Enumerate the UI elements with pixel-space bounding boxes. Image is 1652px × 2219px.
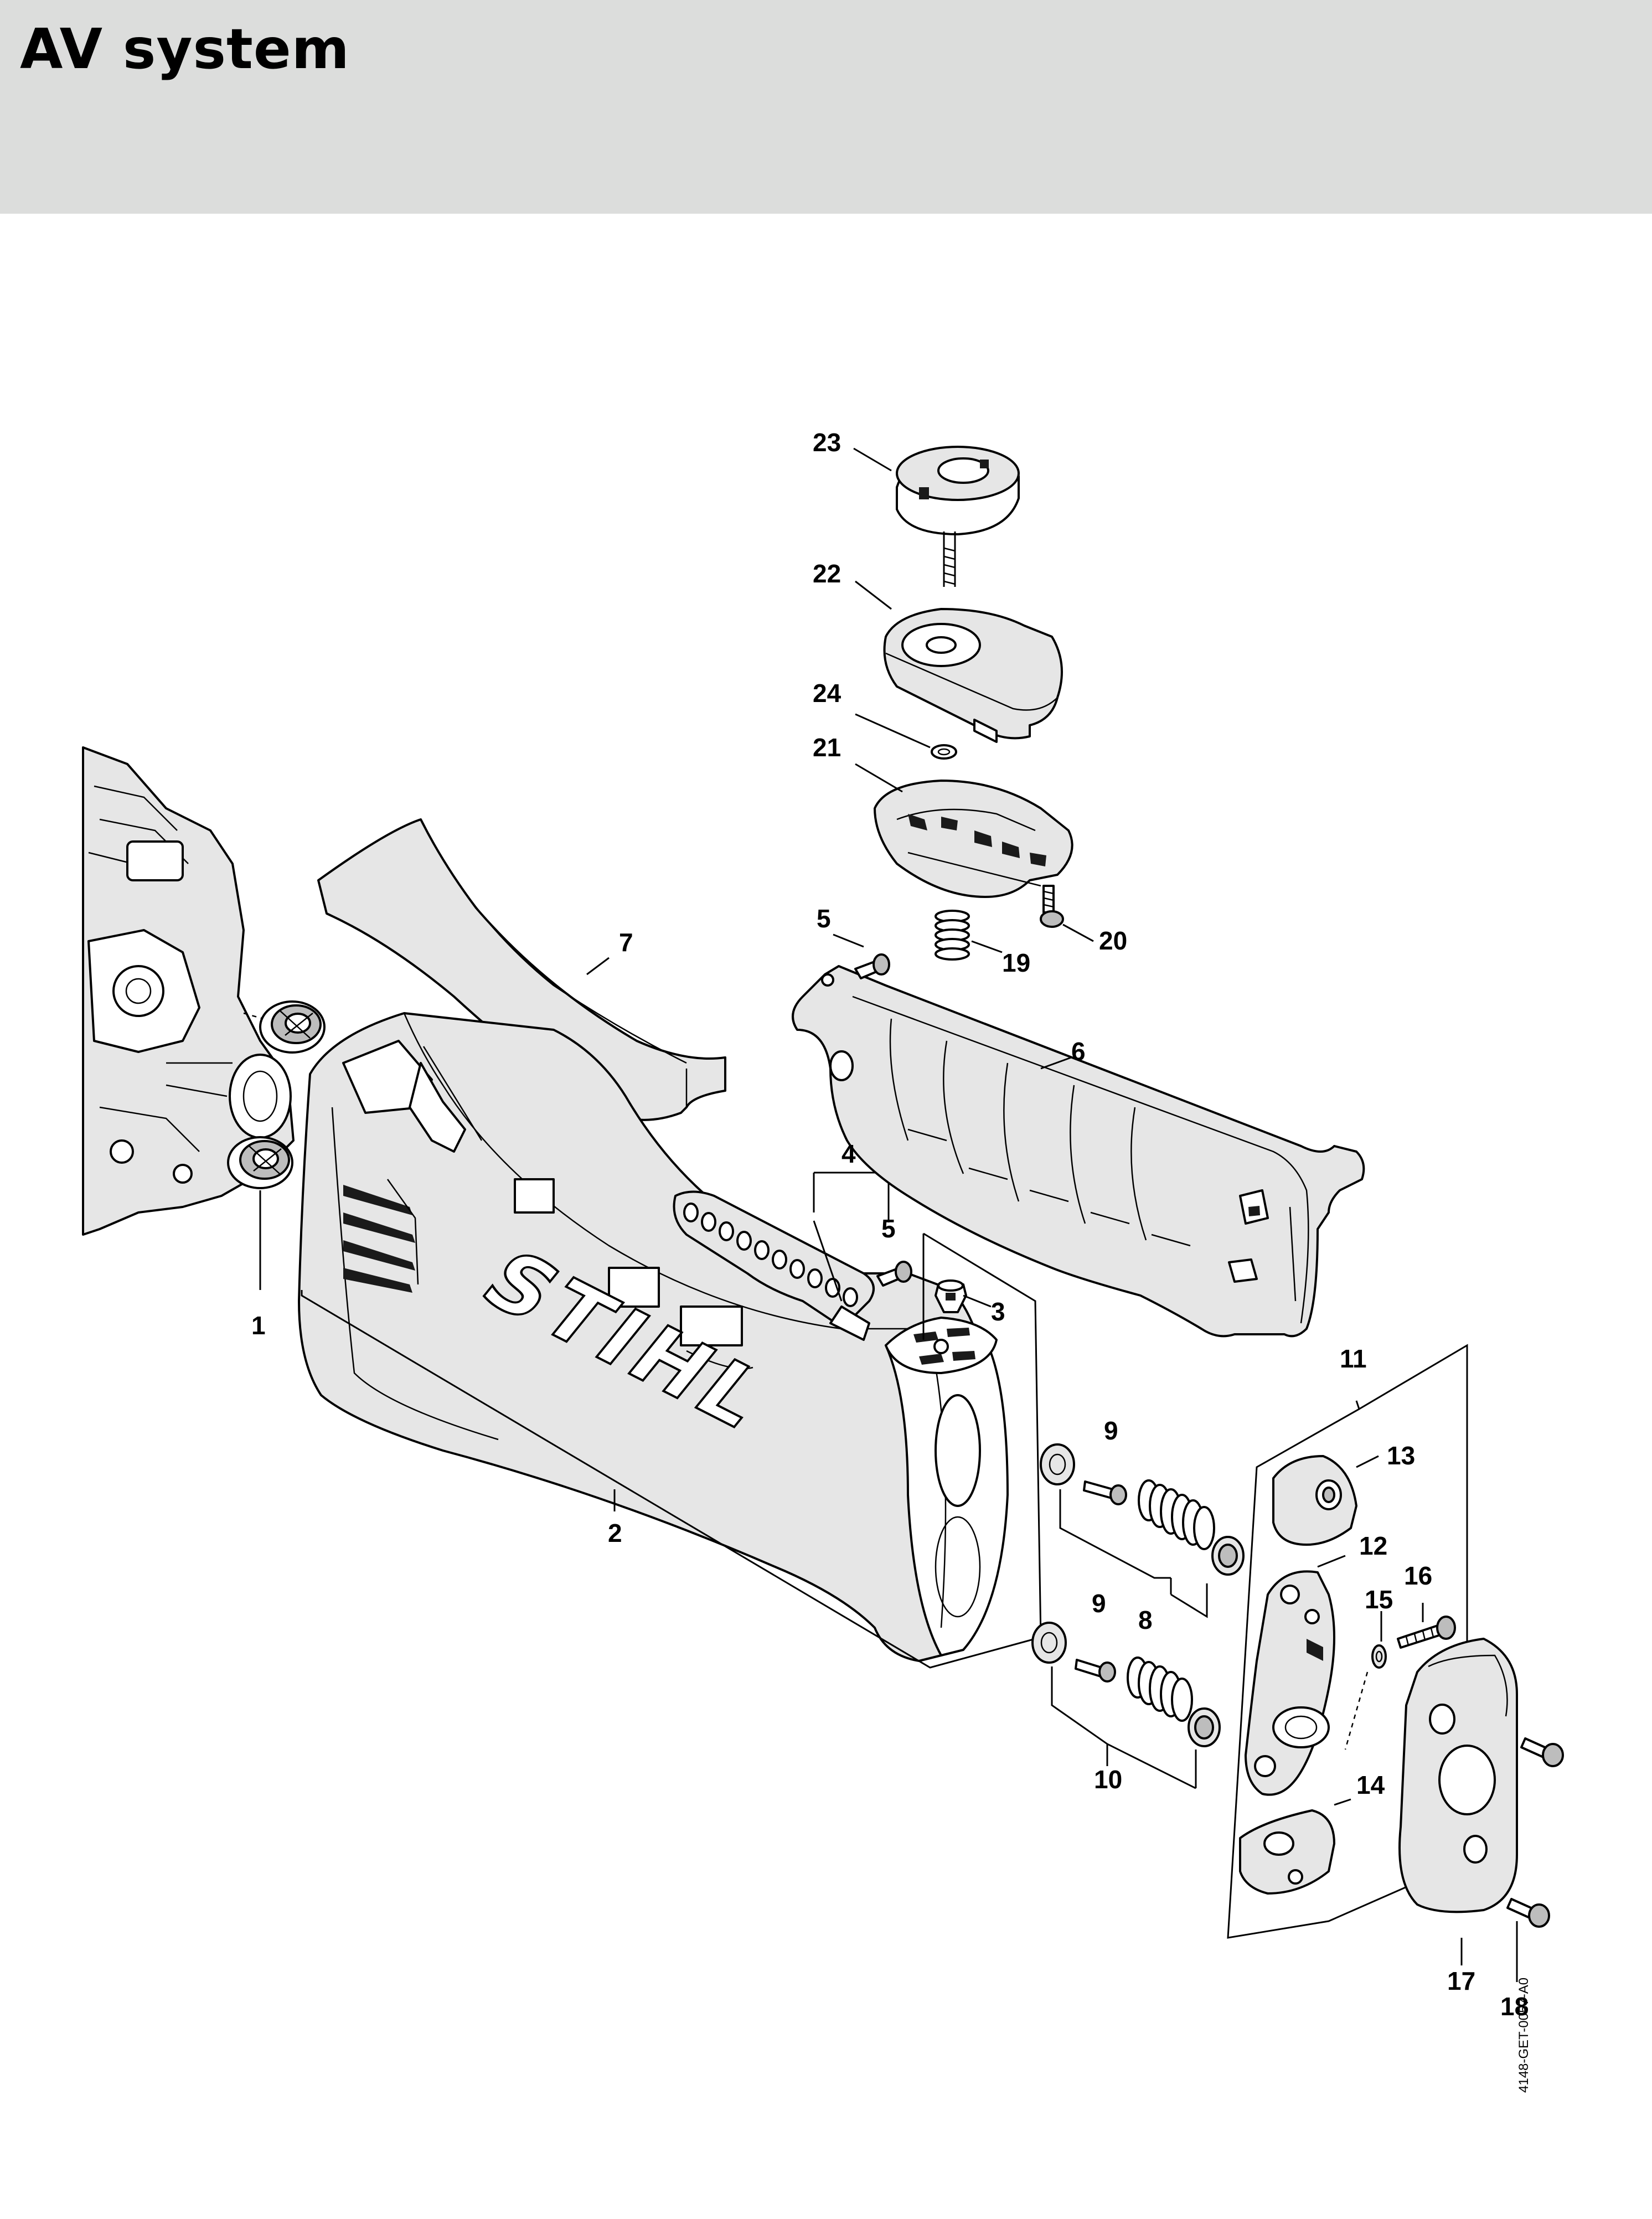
part-3-insert xyxy=(935,1279,967,1313)
part-16-screw xyxy=(1397,1616,1456,1649)
part-1-buffer-upper xyxy=(259,1000,326,1054)
part-23-knob xyxy=(896,446,1020,587)
callout-21: 21 xyxy=(813,733,841,762)
engine-housing-fragment xyxy=(82,746,295,1236)
callout-5-lower: 5 xyxy=(881,1214,896,1243)
callout-4: 4 xyxy=(842,1139,856,1168)
part-7-cover-strip xyxy=(317,818,726,1121)
header-band xyxy=(0,0,1652,214)
part-21-base xyxy=(874,780,1073,898)
callout-23: 23 xyxy=(813,428,841,457)
callout-2: 2 xyxy=(608,1519,622,1547)
part-8-spring-assembly xyxy=(1138,1479,1245,1576)
callout-13: 13 xyxy=(1387,1441,1415,1470)
part-2-handle-housing: STIHL xyxy=(298,1012,1009,1662)
callout-20: 20 xyxy=(1099,926,1127,955)
drawing-code: 4148-GET-0057-A0 xyxy=(1516,1978,1531,2093)
callout-10: 10 xyxy=(1094,1765,1122,1794)
callout-24: 24 xyxy=(813,679,842,708)
part-19-spring xyxy=(935,910,970,961)
callout-22: 22 xyxy=(813,559,841,588)
callout-9-upper: 9 xyxy=(1104,1416,1118,1445)
part-13-cushion xyxy=(1272,1455,1357,1546)
callout-5-upper: 5 xyxy=(817,904,831,933)
callout-9-lower: 9 xyxy=(1092,1589,1106,1618)
part-22-cap xyxy=(883,608,1063,743)
part-18-screw-lower xyxy=(1506,1898,1550,1928)
callout-16: 16 xyxy=(1404,1561,1432,1590)
part-1-buffer-lower xyxy=(227,1136,293,1189)
part-6-shell xyxy=(792,965,1365,1338)
part-18-screw-upper xyxy=(1520,1737,1564,1767)
part-14-clamp xyxy=(1239,1809,1335,1895)
callout-18: 18 xyxy=(1500,1992,1529,2021)
part-10-spring-assembly xyxy=(1127,1656,1221,1747)
callout-6: 6 xyxy=(1071,1037,1086,1066)
part-5-screw-lower xyxy=(876,1261,912,1287)
callout-12: 12 xyxy=(1359,1531,1387,1560)
part-20-screw xyxy=(1040,885,1064,928)
callout-labels: 23 22 24 21 5 19 20 7 6 4 5 3 1 2 11 13 … xyxy=(251,428,1529,2021)
callout-3: 3 xyxy=(991,1297,1005,1326)
part-4-bracket xyxy=(673,1190,875,1341)
callout-11: 11 xyxy=(1340,1344,1367,1373)
callout-14: 14 xyxy=(1356,1771,1385,1799)
part-15-washer xyxy=(1371,1644,1387,1669)
page-title: AV system xyxy=(20,17,350,81)
callout-17: 17 xyxy=(1447,1967,1475,1995)
part-12-mount-bracket xyxy=(1245,1570,1335,1796)
callout-8: 8 xyxy=(1138,1606,1153,1634)
part-5-screw-upper xyxy=(854,953,890,979)
part-24-washer xyxy=(931,744,957,760)
callout-7: 7 xyxy=(619,928,633,957)
part-17-cover-plate xyxy=(1398,1638,1518,1913)
part-9-screw-lower xyxy=(1031,1622,1116,1683)
callout-15: 15 xyxy=(1365,1585,1393,1614)
callout-19: 19 xyxy=(1002,948,1030,977)
callout-1: 1 xyxy=(251,1311,266,1340)
part-9-screw-upper xyxy=(1040,1443,1127,1505)
